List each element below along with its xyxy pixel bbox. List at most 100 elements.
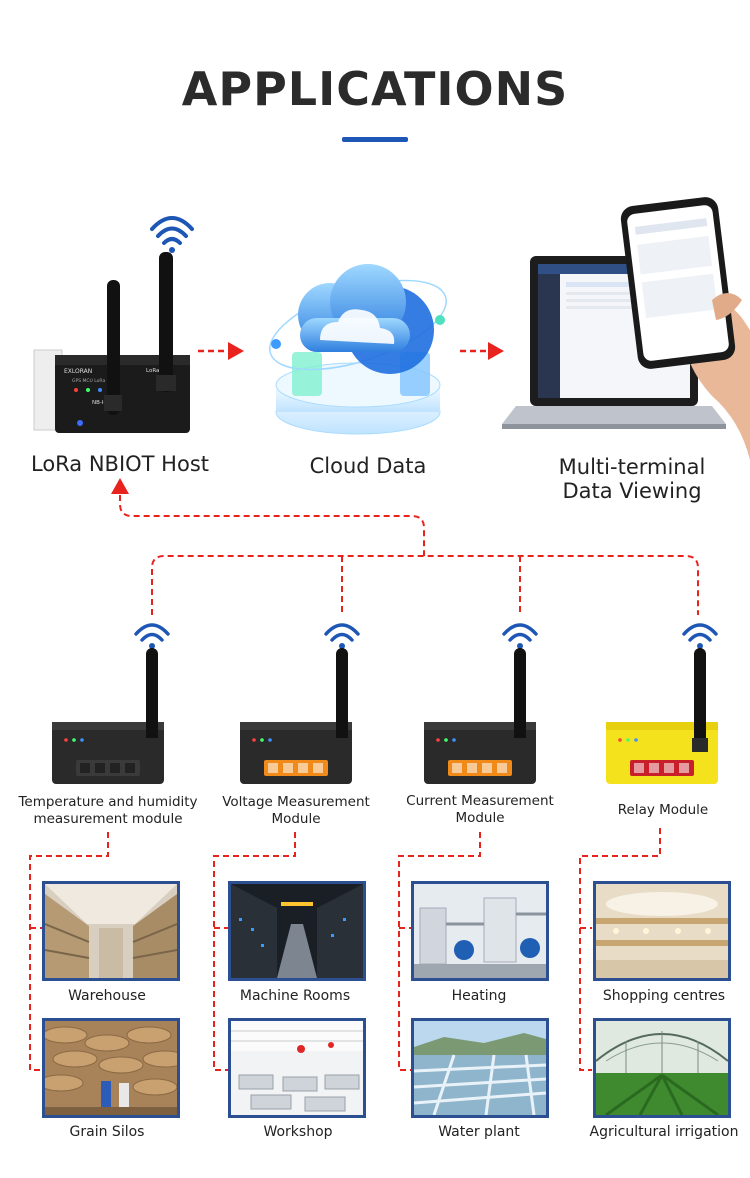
module-terminal-block: [76, 760, 140, 776]
host-label: LoRa NBIOT Host: [30, 452, 209, 476]
module-terminal-block: [630, 760, 694, 776]
module-terminal: [482, 763, 492, 773]
module-terminal-block: [448, 760, 512, 776]
title-underline: [342, 137, 408, 142]
module-terminal: [649, 763, 659, 773]
scene-photo-heating: [411, 881, 549, 981]
host-device: EXLORAN GPS MCU LoRa PWR NB-IoT LoRa: [33, 216, 194, 433]
module-led: [268, 738, 272, 742]
module-device-relay: [606, 623, 718, 784]
module-terminal: [80, 763, 90, 773]
scene-photo-agricultural-irrigation: [593, 1018, 731, 1118]
module-terminal: [467, 763, 477, 773]
module-top-edge: [52, 722, 164, 730]
host-brand-text: EXLORAN: [64, 368, 92, 375]
page-title: APPLICATIONS: [181, 62, 569, 116]
arrow-host-to-cloud: [198, 342, 244, 360]
scene-label-water-plant: Water plant: [438, 1124, 520, 1140]
host-nbiot-text: NB-IoT: [92, 400, 111, 406]
cloud-illustration: [269, 264, 447, 435]
network-lines: [119, 495, 699, 615]
module-led: [436, 738, 440, 742]
module-label-line1: Current Measurement: [406, 793, 554, 809]
module-terminal-block: [264, 760, 328, 776]
scene-photo-warehouse: [42, 881, 180, 981]
module-terminal: [313, 763, 323, 773]
wifi-icon: [150, 216, 194, 253]
scene-photo-workshop: [228, 1018, 366, 1118]
module-label-current: Current Measurement Module: [380, 793, 580, 827]
module-led: [626, 738, 630, 742]
module-antenna-base: [512, 738, 528, 752]
module-led: [252, 738, 256, 742]
module-led: [618, 738, 622, 742]
modules-canvas: [52, 623, 718, 784]
module-label-temperature: Temperature and humidity measurement mod…: [8, 794, 208, 828]
module-terminal: [634, 763, 644, 773]
module-antenna: [694, 648, 706, 752]
module-antenna-base: [144, 738, 160, 752]
arrow-to-host: [111, 478, 129, 494]
wifi-icon: [502, 623, 538, 649]
laptop-phone-illustration: [502, 197, 750, 460]
arrow-cloud-to-terminal: [460, 342, 504, 360]
scene-photo-water-plant: [411, 1018, 549, 1118]
host-lora-text: LoRa: [146, 368, 159, 374]
scene-label-grain-silos: Grain Silos: [69, 1124, 145, 1140]
module-label-line1: Relay Module: [617, 802, 709, 818]
scene-brackets: [29, 828, 661, 1071]
module-top-edge: [606, 722, 718, 730]
terminal-label-line2: Data Viewing: [562, 479, 702, 503]
terminal-label-line1: Multi-terminal: [558, 455, 706, 479]
module-label-line1: Temperature and humidity: [18, 794, 198, 810]
module-terminal: [497, 763, 507, 773]
module-antenna-base: [334, 738, 350, 752]
module-top-edge: [240, 722, 352, 730]
module-antenna: [146, 648, 158, 752]
module-antenna: [514, 648, 526, 752]
module-device-temperature: [52, 623, 170, 784]
scene-label-agricultural-irrigation: Agricultural irrigation: [589, 1124, 739, 1140]
module-label-line2: Module: [455, 810, 505, 826]
module-terminal: [452, 763, 462, 773]
module-led: [80, 738, 84, 742]
module-label-line1: Voltage Measurement: [222, 794, 370, 810]
module-top-edge: [424, 722, 536, 730]
module-led: [64, 738, 68, 742]
scene-label-workshop: Workshop: [263, 1124, 333, 1140]
cloud-label: Cloud Data: [309, 454, 427, 478]
module-device-current: [424, 623, 538, 784]
module-led: [634, 738, 638, 742]
module-terminal: [664, 763, 674, 773]
wifi-icon: [324, 623, 360, 649]
scene-label-warehouse: Warehouse: [68, 988, 146, 1004]
module-led: [260, 738, 264, 742]
module-label-line2: Module: [271, 811, 321, 827]
scene-photo-machine-rooms: [228, 881, 366, 981]
scene-photo-grain-silos: [42, 1018, 180, 1118]
module-terminal: [298, 763, 308, 773]
module-terminal: [110, 763, 120, 773]
module-antenna-base: [692, 738, 708, 752]
host-ports-text: GPS MCU LoRa PWR: [72, 378, 117, 384]
scene-photo-shopping-centres: [593, 881, 731, 981]
scene-label-machine-rooms: Machine Rooms: [239, 988, 351, 1004]
module-led: [444, 738, 448, 742]
wifi-icon: [682, 623, 718, 649]
module-led: [72, 738, 76, 742]
module-label-line2: measurement module: [33, 811, 183, 827]
wifi-icon: [134, 623, 170, 649]
module-antenna: [336, 648, 348, 752]
module-label-relay: Relay Module: [563, 802, 750, 819]
scene-label-shopping-centres: Shopping centres: [602, 988, 726, 1004]
module-terminal: [268, 763, 278, 773]
module-terminal: [95, 763, 105, 773]
module-label-voltage: Voltage Measurement Module: [196, 794, 396, 828]
module-terminal: [125, 763, 135, 773]
module-led: [452, 738, 456, 742]
scene-label-heating: Heating: [451, 988, 507, 1004]
module-terminal: [679, 763, 689, 773]
module-device-voltage: [240, 623, 360, 784]
module-terminal: [283, 763, 293, 773]
